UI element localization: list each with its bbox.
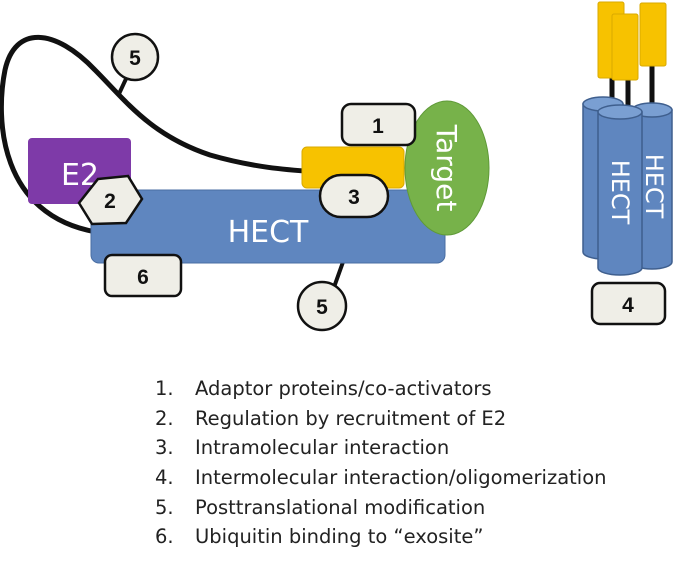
legend-number: 1. (155, 377, 174, 400)
oligomer-front-label: HECT (606, 160, 634, 225)
hect-label: HECT (228, 215, 309, 250)
legend-text: Intermolecular interaction/oligomerizati… (195, 466, 607, 490)
badge-3 (318, 173, 390, 219)
legend-text: Posttranslational modification (195, 495, 486, 519)
target-substrate (404, 100, 490, 236)
legend-number: 2. (155, 406, 174, 430)
legend-item: 6. Ubiquitin binding to “exosite” (155, 522, 607, 552)
badge-5-top-label: 5 (129, 47, 141, 70)
badge-5-bottom-label: 5 (316, 296, 328, 319)
hect-regulation-diagram: E2 HECT Target 1 3 2 6 5 5 (0, 1, 673, 332)
badge-6-label: 6 (137, 266, 149, 289)
legend-number: 5. (155, 495, 174, 519)
legend-text: Ubiquitin binding to “exosite” (195, 525, 484, 549)
legend-text: Regulation by recruitment of E2 (195, 406, 507, 430)
legend-item: 3. Intramolecular interaction (155, 433, 607, 463)
legend-item: 2. Regulation by recruitment of E2 (155, 404, 607, 434)
legend-number: 4. (155, 466, 174, 490)
target-label: Target (430, 124, 463, 212)
legend-list: 1. Adaptor proteins/co-activators 2. Regul… (155, 374, 607, 552)
badge-3-label: 3 (348, 186, 360, 209)
badge-2 (77, 174, 144, 226)
legend-text: Intramolecular interaction (195, 436, 450, 460)
badge-6 (103, 253, 183, 298)
legend-item: 1. Adaptor proteins/co-activators (155, 374, 607, 404)
badge-1-label: 1 (372, 115, 384, 138)
legend-text: Adaptor proteins/co-activators (195, 377, 492, 400)
oligomer-right-label: HECT (640, 154, 668, 219)
badge-2-label: 2 (104, 190, 116, 213)
legend-item: 4. Intermolecular interaction/oligomeriza… (155, 463, 607, 493)
oligomer-adaptors (597, 1, 667, 112)
badge-5-bottom (296, 280, 348, 332)
legend-number: 6. (155, 525, 174, 549)
badge-4 (590, 281, 667, 326)
flexible-linker-loop (0, 34, 321, 235)
oligomer-cylinder-front (597, 104, 643, 276)
badge-1 (340, 102, 417, 147)
legend-item: 5. Posttranslational modification (155, 493, 607, 523)
badge-4-label: 4 (622, 294, 634, 317)
badge-5-top (110, 32, 160, 82)
legend-number: 3. (155, 436, 174, 460)
